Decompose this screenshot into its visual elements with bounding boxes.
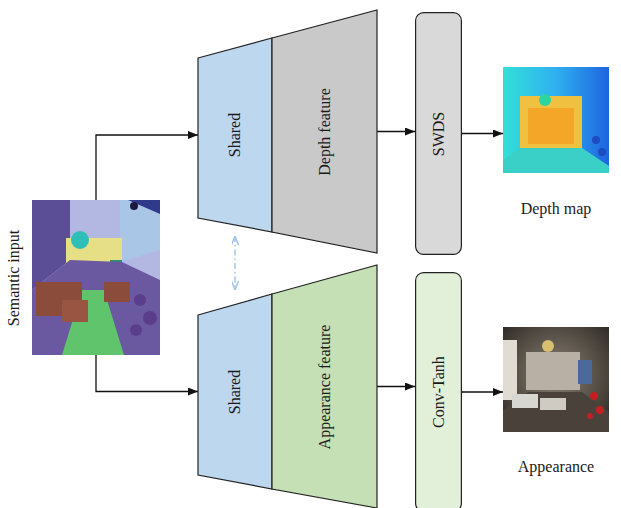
- depth-plant: [598, 148, 606, 156]
- appearance-flower: [596, 406, 604, 414]
- appearance-tv: [578, 360, 592, 384]
- shared-encoder: Shared: [198, 294, 272, 489]
- appearance-flower: [587, 413, 593, 419]
- depth-chandelier: [539, 94, 551, 106]
- semantic-chair: [104, 282, 130, 302]
- appearance-chair: [540, 398, 566, 410]
- semantic-plant: [143, 311, 157, 325]
- semantic-chandelier: [71, 231, 89, 249]
- trapezoid-shape: [272, 265, 377, 508]
- semantic-plant: [130, 324, 142, 336]
- block-label: Shared: [226, 113, 244, 157]
- depth-far-center: [528, 108, 574, 144]
- appearance-flower: [590, 392, 598, 400]
- depth-ground: [503, 67, 609, 173]
- semantic-image: [32, 200, 160, 355]
- flow-arrow: [462, 391, 503, 392]
- depth-output-node: Depth map: [503, 67, 609, 173]
- image-caption: Appearance: [518, 458, 594, 476]
- semantic-plant: [134, 294, 146, 306]
- semantic-ceiling: [120, 200, 160, 262]
- appearance-output-node: Appearance: [503, 327, 609, 432]
- block-label: Depth feature: [316, 88, 334, 176]
- appearance-image: [503, 327, 609, 432]
- appearance-sofa: [512, 394, 538, 408]
- trapezoid-shape: [198, 38, 272, 232]
- flow-arrow: [462, 133, 503, 134]
- semantic-light: [130, 202, 138, 210]
- flow-arrow: [377, 386, 415, 387]
- semantic-floor: [32, 260, 160, 355]
- block-label: Conv-Tanh: [430, 356, 448, 428]
- appearance-window: [503, 340, 517, 400]
- appearance-ground: [503, 327, 609, 432]
- appearance-chandelier: [542, 340, 554, 352]
- shared-weight-link: [234, 236, 235, 290]
- appearance-floor: [503, 392, 609, 432]
- appearance-wall: [526, 352, 580, 390]
- shared-encoder: Shared: [198, 38, 272, 232]
- image-caption: Semantic input: [5, 229, 23, 325]
- block-label: Appearance feature: [316, 324, 334, 449]
- depth-far-wall: [520, 96, 582, 148]
- depth-plant: [592, 136, 600, 144]
- image-caption: Depth map: [521, 200, 592, 218]
- block-label: Shared: [226, 369, 244, 413]
- depth-feature-block: Depth feature: [272, 10, 377, 253]
- semantic-table: [62, 300, 88, 322]
- conv-tanh-head: Conv-Tanh: [415, 272, 462, 508]
- swds-head: SWDS: [415, 12, 462, 255]
- input-image-node: Semantic input: [32, 200, 160, 355]
- block-label: SWDS: [430, 111, 448, 155]
- flow-arrow: [377, 131, 415, 132]
- rounded-box-shape: [416, 273, 462, 508]
- trapezoid-shape: [198, 294, 272, 489]
- trapezoid-shape: [272, 10, 377, 253]
- semantic-corner: [128, 200, 160, 214]
- flow-arrow: [96, 355, 198, 392]
- semantic-ground: [32, 200, 160, 355]
- flow-arrow: [96, 135, 198, 200]
- depth-image: [503, 67, 609, 173]
- depth-floor: [503, 148, 609, 173]
- appearance-feature-block: Appearance feature: [272, 265, 377, 508]
- rounded-box-shape: [416, 13, 462, 255]
